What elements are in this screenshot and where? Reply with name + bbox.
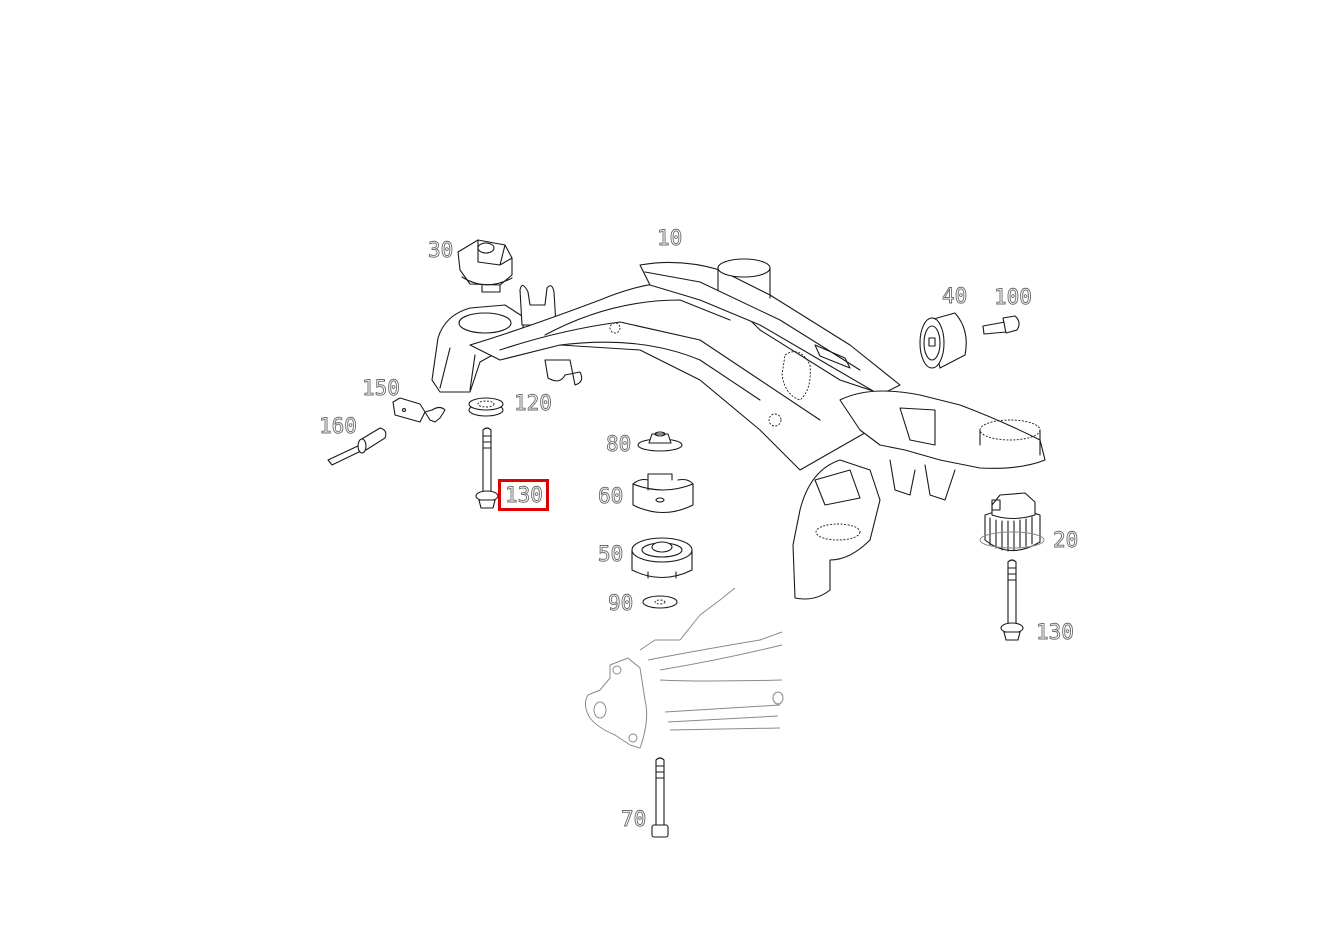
callout-130-right[interactable]: 130: [1036, 620, 1075, 644]
mount-part-30[interactable]: [457, 239, 513, 293]
cap-part-60[interactable]: [632, 473, 694, 513]
callout-100[interactable]: 100: [994, 285, 1033, 309]
axle-context-drawing: [584, 587, 784, 749]
nut-part-80[interactable]: [637, 431, 683, 452]
bolt-part-130-right[interactable]: [1000, 559, 1024, 641]
callout-150[interactable]: 150: [362, 376, 401, 400]
mount-part-20[interactable]: [979, 492, 1045, 552]
callout-50[interactable]: 50: [598, 542, 624, 566]
cup-part-50[interactable]: [631, 537, 693, 579]
callout-60[interactable]: 60: [598, 484, 624, 508]
callout-120[interactable]: 120: [514, 391, 553, 415]
callout-130-left-selected[interactable]: 130: [498, 479, 549, 511]
callout-70[interactable]: 70: [621, 807, 647, 831]
subframe-part-10[interactable]: [431, 258, 1046, 600]
bolt-part-130-left[interactable]: [475, 427, 499, 509]
callout-30[interactable]: 30: [428, 238, 454, 262]
callout-160[interactable]: 160: [319, 414, 358, 438]
washer-part-120[interactable]: [468, 397, 504, 417]
bracket-part-150[interactable]: [392, 397, 446, 423]
callout-80[interactable]: 80: [606, 432, 632, 456]
lockwasher-part-90[interactable]: [642, 595, 678, 609]
callout-20[interactable]: 20: [1053, 528, 1079, 552]
callout-10[interactable]: 10: [657, 226, 683, 250]
bolt-part-70[interactable]: [651, 757, 669, 838]
bushing-part-40[interactable]: [919, 312, 967, 369]
callout-90[interactable]: 90: [608, 591, 634, 615]
screw-part-100[interactable]: [982, 315, 1020, 335]
stud-part-160[interactable]: [327, 427, 387, 466]
callout-40[interactable]: 40: [942, 284, 968, 308]
